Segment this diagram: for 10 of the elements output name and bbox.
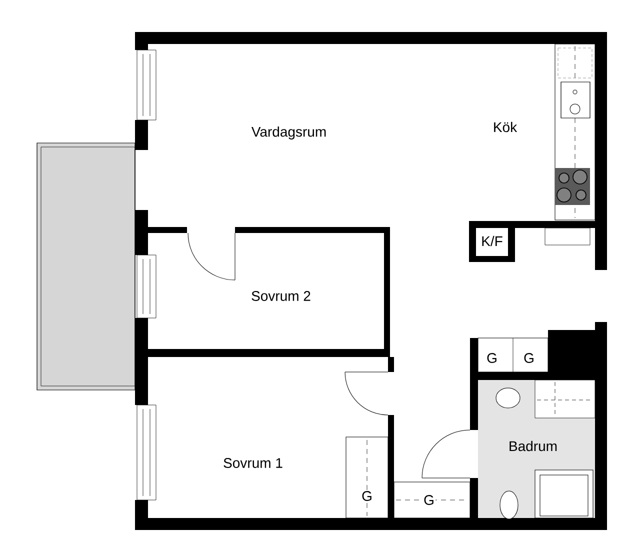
room-label: Badrum bbox=[510, 440, 557, 452]
room-label: G bbox=[487, 353, 496, 363]
room-label: G bbox=[360, 490, 374, 502]
room-label: Sovrum 1 bbox=[224, 458, 282, 468]
room-label: K/F bbox=[482, 236, 502, 246]
room-label: G bbox=[422, 494, 436, 506]
room-label: Sovrum 2 bbox=[252, 291, 310, 301]
room-label: Vardagsrum bbox=[251, 126, 326, 140]
room-label: Kök bbox=[494, 122, 518, 132]
room-label: G bbox=[524, 353, 534, 363]
